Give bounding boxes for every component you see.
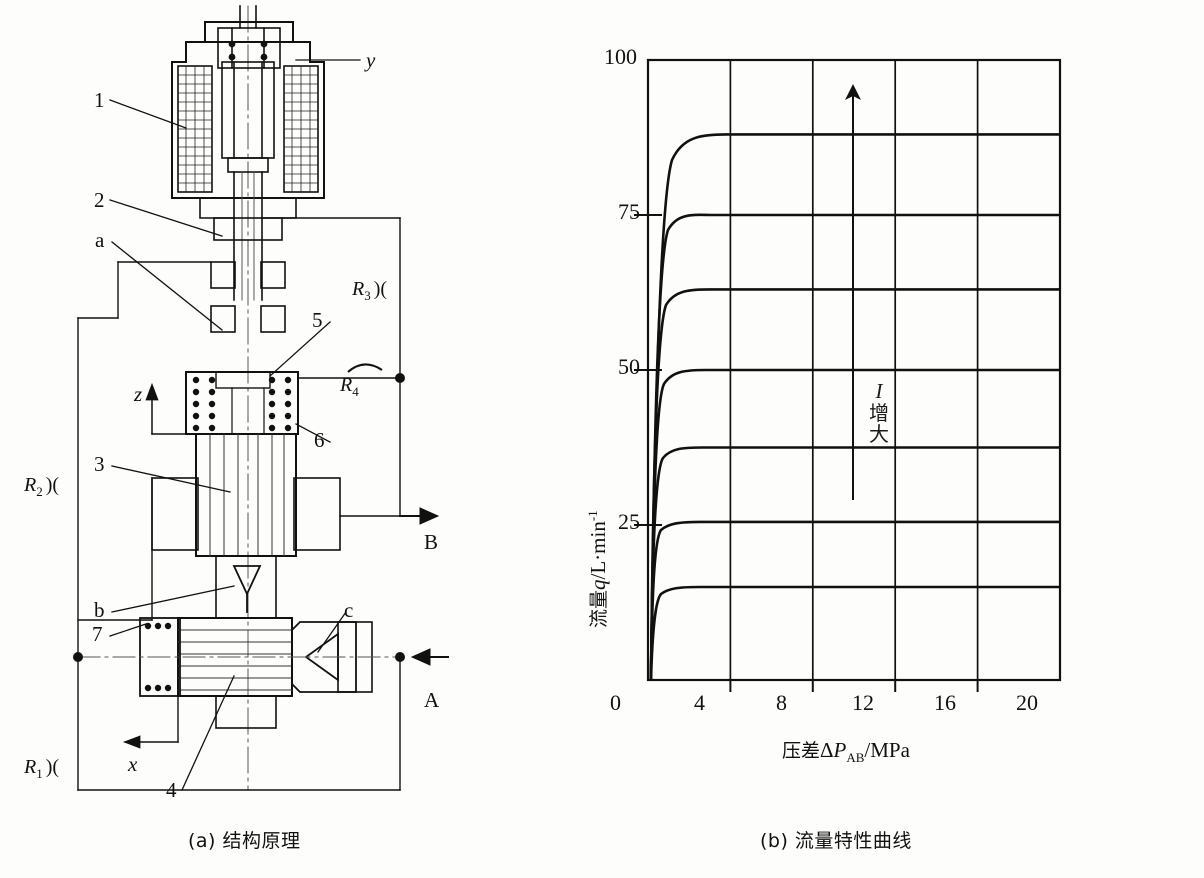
caption-a: (a) 结构原理 xyxy=(188,830,301,852)
resistor-R4-letter: R xyxy=(340,374,353,396)
port-label-A: A xyxy=(424,688,440,712)
resistor-R2-symbol: )( xyxy=(45,474,60,496)
xtick-4: 4 xyxy=(694,690,705,715)
resistor-R2: R2)( xyxy=(24,474,59,500)
resistor-R3-symbol: )( xyxy=(373,278,388,300)
port-label-B: B xyxy=(424,530,439,554)
x-axis-title-sub: AB xyxy=(846,750,865,766)
curve-5 xyxy=(649,288,1060,681)
current-increase-text: 增大 xyxy=(869,400,889,446)
ytick-25: 25 xyxy=(618,509,640,534)
curve-2 xyxy=(649,520,1060,681)
current-symbol: I xyxy=(875,379,883,403)
callout-1: 1 xyxy=(94,88,105,112)
y-axis-title-unit: /L·min xyxy=(586,521,610,580)
resistor-R4-sub: 4 xyxy=(352,384,359,399)
xtick-marks xyxy=(729,680,979,692)
caption-b: (b) 流量特性曲线 xyxy=(760,830,912,852)
callout-6: 6 xyxy=(314,428,325,452)
resistor-R3-letter: R xyxy=(352,278,365,300)
x-axis-title-delta: Δ xyxy=(820,738,834,762)
curve-3 xyxy=(649,446,1060,681)
resistor-R1-sub: 1 xyxy=(36,766,43,781)
callout-5: 5 xyxy=(312,308,323,332)
callout-2: 2 xyxy=(94,188,105,212)
x-axis-title-p: P xyxy=(833,738,847,762)
resistor-R2-letter: R xyxy=(24,474,37,496)
resistor-R3: R3)( xyxy=(352,278,387,304)
resistor-R2-sub: 2 xyxy=(36,484,43,499)
resistor-R1: R1)( xyxy=(24,756,59,782)
callout-c: c xyxy=(344,598,354,622)
curve-1 xyxy=(649,585,1060,681)
y-axis-title: 流量q/L·min-1 xyxy=(584,510,611,628)
plot-area xyxy=(634,58,1062,692)
ytick-75: 75 xyxy=(618,199,640,224)
resistor-R1-symbol: )( xyxy=(45,756,60,778)
current-increase-label: I 增大 xyxy=(862,380,896,445)
callout-b: b xyxy=(94,598,105,622)
callout-7: 7 xyxy=(92,622,103,646)
ytick-100: 100 xyxy=(604,44,637,69)
y-axis-title-q: q xyxy=(586,579,610,590)
axis-label-z: z xyxy=(134,382,143,406)
axis-label-x: x xyxy=(128,752,138,776)
x-axis-title-unit: /MPa xyxy=(864,738,910,762)
y-axis-title-cn: 流量 xyxy=(588,589,610,628)
xtick-16: 16 xyxy=(934,690,956,715)
y-axis-title-exp: -1 xyxy=(585,510,600,522)
resistor-R4: R4 xyxy=(340,363,383,400)
callout-a: a xyxy=(95,228,105,252)
curve-4 xyxy=(649,368,1060,681)
resistor-R3-sub: 3 xyxy=(364,288,371,303)
flow-characteristic-chart xyxy=(634,58,1062,692)
variable-restrictor-icon xyxy=(347,363,383,373)
xtick-20: 20 xyxy=(1016,690,1038,715)
xtick-12: 12 xyxy=(852,690,874,715)
callout-3: 3 xyxy=(94,452,105,476)
x-axis-title: 压差ΔPAB/MPa xyxy=(782,736,910,766)
x-axis-title-cn: 压差 xyxy=(782,740,821,762)
xtick-0: 0 xyxy=(610,690,621,715)
xtick-8: 8 xyxy=(776,690,787,715)
axis-label-y: y xyxy=(366,48,376,72)
ytick-50: 50 xyxy=(618,354,640,379)
flow-curves xyxy=(649,133,1060,681)
callout-4: 4 xyxy=(166,778,177,802)
resistor-R1-letter: R xyxy=(24,756,37,778)
schematic-drawing xyxy=(73,5,449,791)
